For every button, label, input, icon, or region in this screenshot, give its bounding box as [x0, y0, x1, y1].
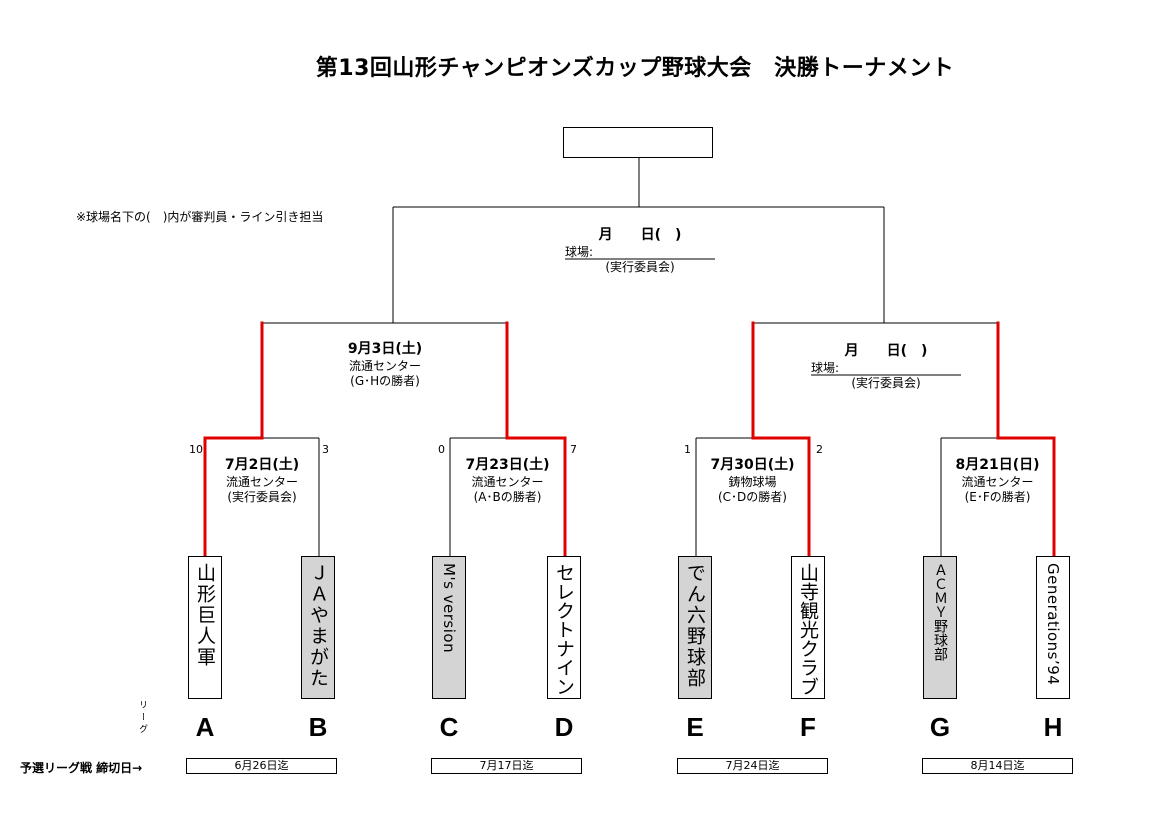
semi1-match-info: 9月3日(土) 流通センター (G･Hの勝者): [320, 340, 450, 389]
qf4-venue: 流通センター: [961, 475, 1034, 489]
qf1-staff: (実行委員会): [227, 490, 297, 504]
semi1-date: 9月3日(土): [347, 341, 423, 357]
team-name-a: 山形巨人軍: [194, 563, 216, 668]
semi1-venue: 流通センター: [348, 359, 421, 373]
team-box-b: ＪＡやまがた: [301, 556, 335, 699]
champion-box: [563, 127, 713, 158]
qf4-date: 8月21日(日): [955, 457, 1040, 473]
qf1-match-info: 7月2日(土) 流通センター (実行委員会): [207, 456, 317, 505]
qf2-venue: 流通センター: [471, 475, 544, 489]
deadline-label: 予選リーグ戦 締切日→: [20, 761, 143, 775]
league-letter-e: E: [686, 712, 704, 742]
team-name-c: M's version: [440, 563, 458, 654]
qf1-venue: 流通センター: [225, 475, 298, 489]
qf2-score-left: 0: [438, 443, 445, 456]
league-letter-c: C: [439, 712, 459, 742]
semi2-match-info: 月 日( ) 球場: (実行委員会): [811, 342, 961, 391]
team-box-f: 山寺観光クラブ: [791, 556, 825, 699]
winner-line-a: [203, 321, 264, 558]
qf2-score-right: 7: [570, 443, 577, 456]
qf3-score-right: 2: [816, 443, 823, 456]
final-date: 月 日( ): [598, 227, 682, 243]
league-letter-a: A: [195, 712, 215, 742]
team-box-e: でん六野球部: [678, 556, 712, 699]
league-letter-g: G: [929, 712, 951, 742]
qf2-match-info: 7月23日(土) 流通センター (A･Bの勝者): [452, 456, 563, 505]
qf3-score-left: 1: [684, 443, 691, 456]
semi1-staff: (G･Hの勝者): [350, 374, 420, 388]
deadline-gh: 8月14日迄: [922, 758, 1073, 774]
winner-line-f: [751, 321, 811, 558]
semi2-date: 月 日( ): [844, 343, 928, 359]
semi2-staff: (実行委員会): [851, 376, 921, 390]
team-name-h: Generations’94: [1044, 563, 1062, 686]
league-letter-d: D: [554, 712, 574, 742]
league-label: リーグ: [137, 700, 147, 736]
team-box-g: ＡＣＭＹ野球部: [923, 556, 957, 699]
team-name-d: セレクトナイン: [553, 563, 575, 696]
final-staff: (実行委員会): [605, 260, 675, 274]
team-name-b: ＪＡやまがた: [307, 563, 329, 689]
qf1-date: 7月2日(土): [224, 457, 300, 473]
qf2-staff: (A･Bの勝者): [473, 490, 542, 504]
final-match-info: 月 日( ) 球場: (実行委員会): [565, 226, 715, 275]
qf1-score-right: 3: [322, 443, 329, 456]
team-name-e: でん六野球部: [684, 563, 706, 689]
team-box-c: M's version: [432, 556, 466, 699]
deadline-cd: 7月17日迄: [431, 758, 582, 774]
deadline-ef: 7月24日迄: [677, 758, 828, 774]
qf4-match-info: 8月21日(日) 流通センター (E･Fの勝者): [943, 456, 1052, 505]
team-name-f: 山寺観光クラブ: [797, 563, 819, 696]
qf1-score-left: 10: [189, 443, 203, 456]
umpire-note: ※球場名下の( )内が審判員・ライン引き担当: [76, 210, 324, 224]
team-name-g: ＡＣＭＹ野球部: [932, 563, 948, 661]
qf4-staff: (E･Fの勝者): [964, 490, 1031, 504]
team-box-a: 山形巨人軍: [188, 556, 222, 699]
page-title: 第13回山形チャンピオンズカップ野球大会 決勝トーナメント: [315, 56, 955, 81]
deadline-ab: 6月26日迄: [186, 758, 337, 774]
qf3-staff: (C･Dの勝者): [718, 490, 787, 504]
winner-line-h: [996, 321, 1056, 558]
team-box-h: Generations’94: [1036, 556, 1070, 699]
semi2-venue: 球場:: [811, 361, 840, 375]
winner-line-d: [505, 321, 567, 558]
qf2-date: 7月23日(土): [465, 457, 550, 473]
qf3-venue: 鋳物球場: [728, 475, 777, 489]
league-letter-f: F: [800, 712, 816, 742]
team-box-d: セレクトナイン: [547, 556, 581, 699]
league-letter-h: H: [1043, 712, 1063, 742]
league-letter-b: B: [308, 712, 328, 742]
final-venue: 球場:: [565, 245, 594, 259]
qf3-date: 7月30日(土): [710, 457, 795, 473]
qf3-match-info: 7月30日(土) 鋳物球場 (C･Dの勝者): [698, 456, 807, 505]
